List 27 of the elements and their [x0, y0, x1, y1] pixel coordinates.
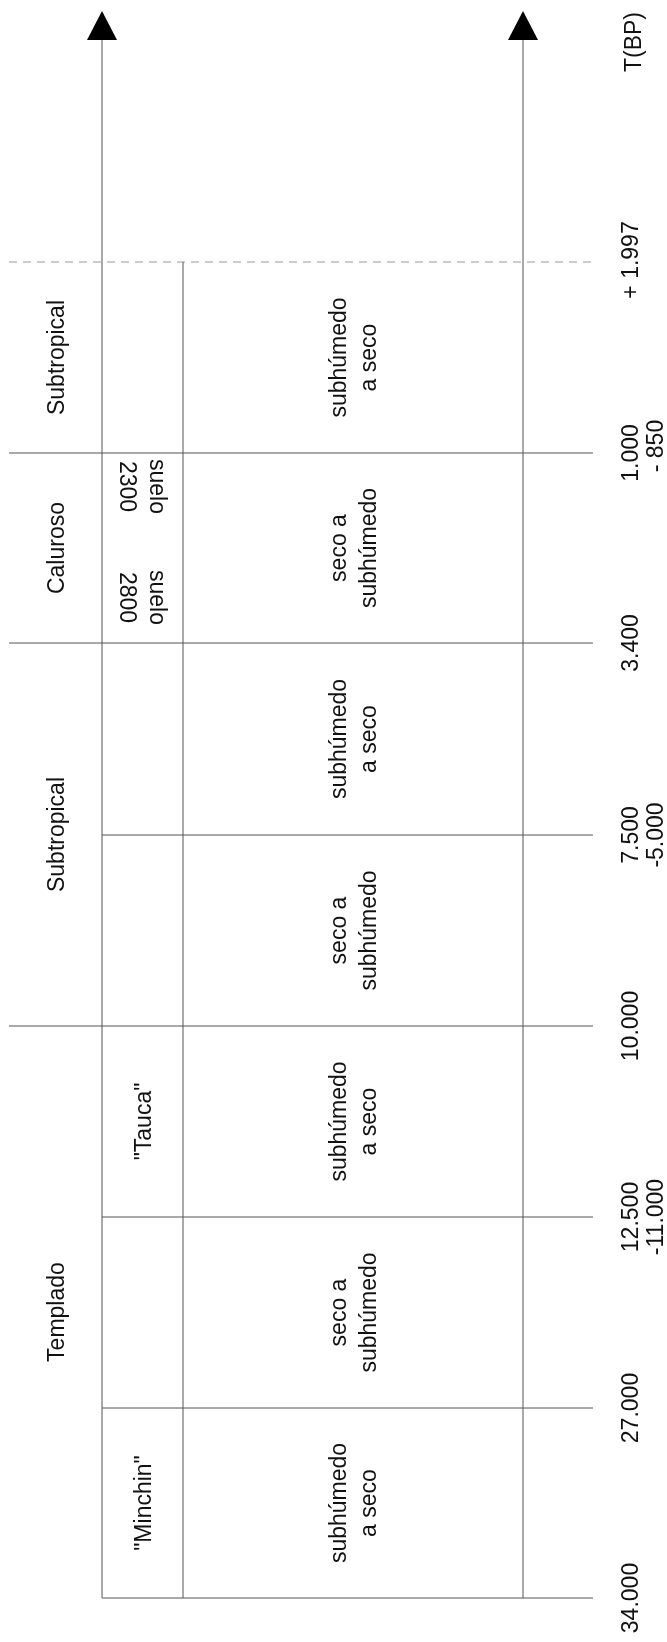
time-tick-label: 7.500: [617, 806, 643, 864]
time-tick-label: 3.400: [617, 614, 643, 672]
humidity-label: subhúmedo a seco: [324, 1442, 382, 1564]
humidity-label: seco a subhúmedo: [324, 870, 382, 991]
time-tick-label: + 1.997: [617, 221, 643, 299]
time-tick-label: -5.000: [642, 802, 667, 868]
time-tick-label: 27.000: [617, 1372, 643, 1444]
time-tick-label: -11.000: [642, 1178, 667, 1256]
axis-title: T(BP): [620, 11, 646, 73]
climate-period-label: Templado: [41, 1262, 70, 1362]
phase-label: "Minchin": [128, 1455, 157, 1551]
humidity-label: subhúmedo a seco: [324, 1061, 382, 1182]
humidity-label: seco a subhúmedo: [324, 487, 382, 609]
soil-level-label: suelo 2300: [113, 459, 172, 514]
time-tick-label: - 850: [642, 419, 667, 473]
climate-period-label: Subtropical: [41, 299, 70, 416]
humidity-label: seco a subhúmedo: [324, 1252, 382, 1373]
phase-label: "Tauca": [128, 1082, 157, 1161]
soil-level-label: suelo 2800: [113, 570, 172, 625]
time-tick-label: 1.000: [617, 424, 643, 482]
humidity-label: subhúmedo a seco: [324, 678, 382, 800]
time-tick-label: 34.000: [617, 1562, 643, 1634]
climate-period-label: Subtropical: [41, 776, 70, 893]
time-tick-label: 10.000: [617, 990, 643, 1062]
humidity-label: subhúmedo a seco: [324, 297, 382, 418]
time-tick-label: 12.500: [617, 1181, 643, 1253]
climate-period-label: Caluroso: [41, 502, 70, 595]
